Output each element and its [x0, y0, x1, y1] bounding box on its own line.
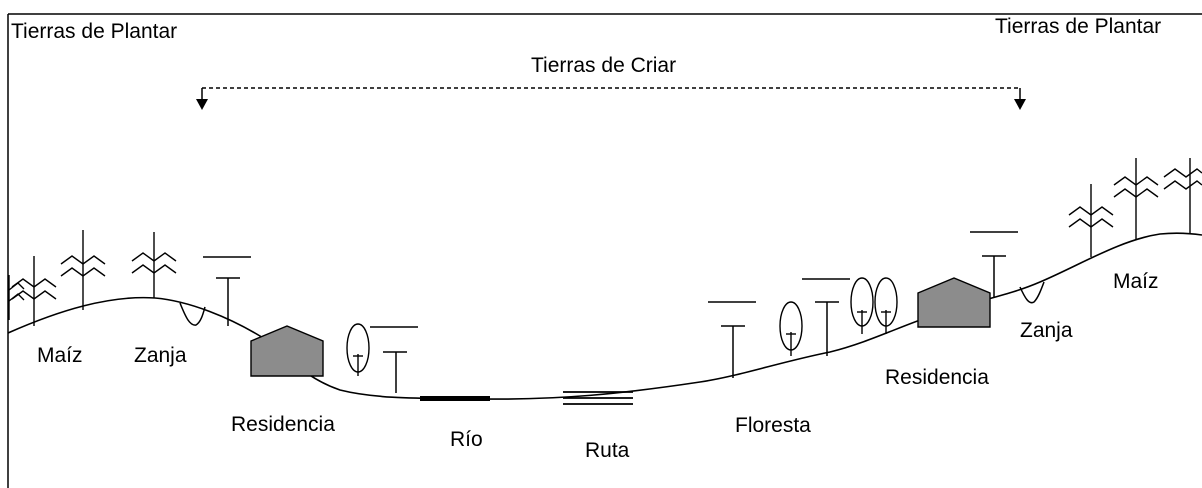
- tree-icon: [779, 301, 803, 356]
- tree-icon: [850, 277, 874, 334]
- residencia-right-label: Residencia: [885, 366, 989, 389]
- maize-plant-icon: [1113, 158, 1159, 240]
- maize-plant-icon: [11, 256, 57, 326]
- house-icon: [250, 325, 324, 377]
- criar-left-arrow-icon: [196, 99, 208, 110]
- maize-plant-icon: [1068, 184, 1114, 257]
- tierras-plantar-left-label: Tierras de Plantar: [11, 20, 177, 43]
- pasture-post-icon: [370, 326, 418, 393]
- tierras-plantar-right-label: Tierras de Plantar: [995, 15, 1161, 38]
- diagram-frame: [7, 13, 1202, 488]
- pasture-post-icon: [203, 256, 251, 326]
- maize-plant-icon: [8, 275, 25, 320]
- road-icon: [563, 391, 633, 405]
- criar-right-arrow-icon: [1014, 99, 1026, 110]
- pasture-posts-left: [203, 256, 418, 393]
- maize-plant-icon: [1163, 158, 1202, 234]
- terrain-profile: [7, 232, 1202, 400]
- tierras-criar-label: Tierras de Criar: [531, 54, 676, 77]
- pasture-posts-right: [708, 231, 1018, 378]
- floresta-label: Floresta: [735, 414, 811, 437]
- house-icon: [917, 277, 991, 328]
- criar-range-bracket: [201, 87, 1021, 106]
- zanja-right-label: Zanja: [1020, 319, 1073, 342]
- zanja-left-label: Zanja: [134, 344, 187, 367]
- ditch-icon: [1019, 281, 1045, 304]
- maize-field-left: [8, 230, 177, 326]
- maize-plant-icon: [131, 232, 177, 298]
- ruta-label: Ruta: [585, 439, 630, 462]
- floresta-trees: [779, 277, 898, 356]
- tree-icon: [874, 277, 898, 334]
- maiz-left-label: Maíz: [37, 344, 83, 367]
- maiz-right-label: Maíz: [1113, 270, 1159, 293]
- river-icon: [420, 396, 490, 401]
- pasture-post-icon: [802, 278, 850, 356]
- tree-icon: [346, 323, 370, 376]
- residencia-left-label: Residencia: [231, 413, 335, 436]
- pasture-post-icon: [970, 231, 1018, 298]
- rio-label: Río: [450, 428, 483, 451]
- ditch-icon: [179, 302, 206, 326]
- maize-field-right: [1068, 158, 1202, 257]
- maize-plant-icon: [60, 230, 106, 310]
- pasture-post-icon: [708, 301, 756, 378]
